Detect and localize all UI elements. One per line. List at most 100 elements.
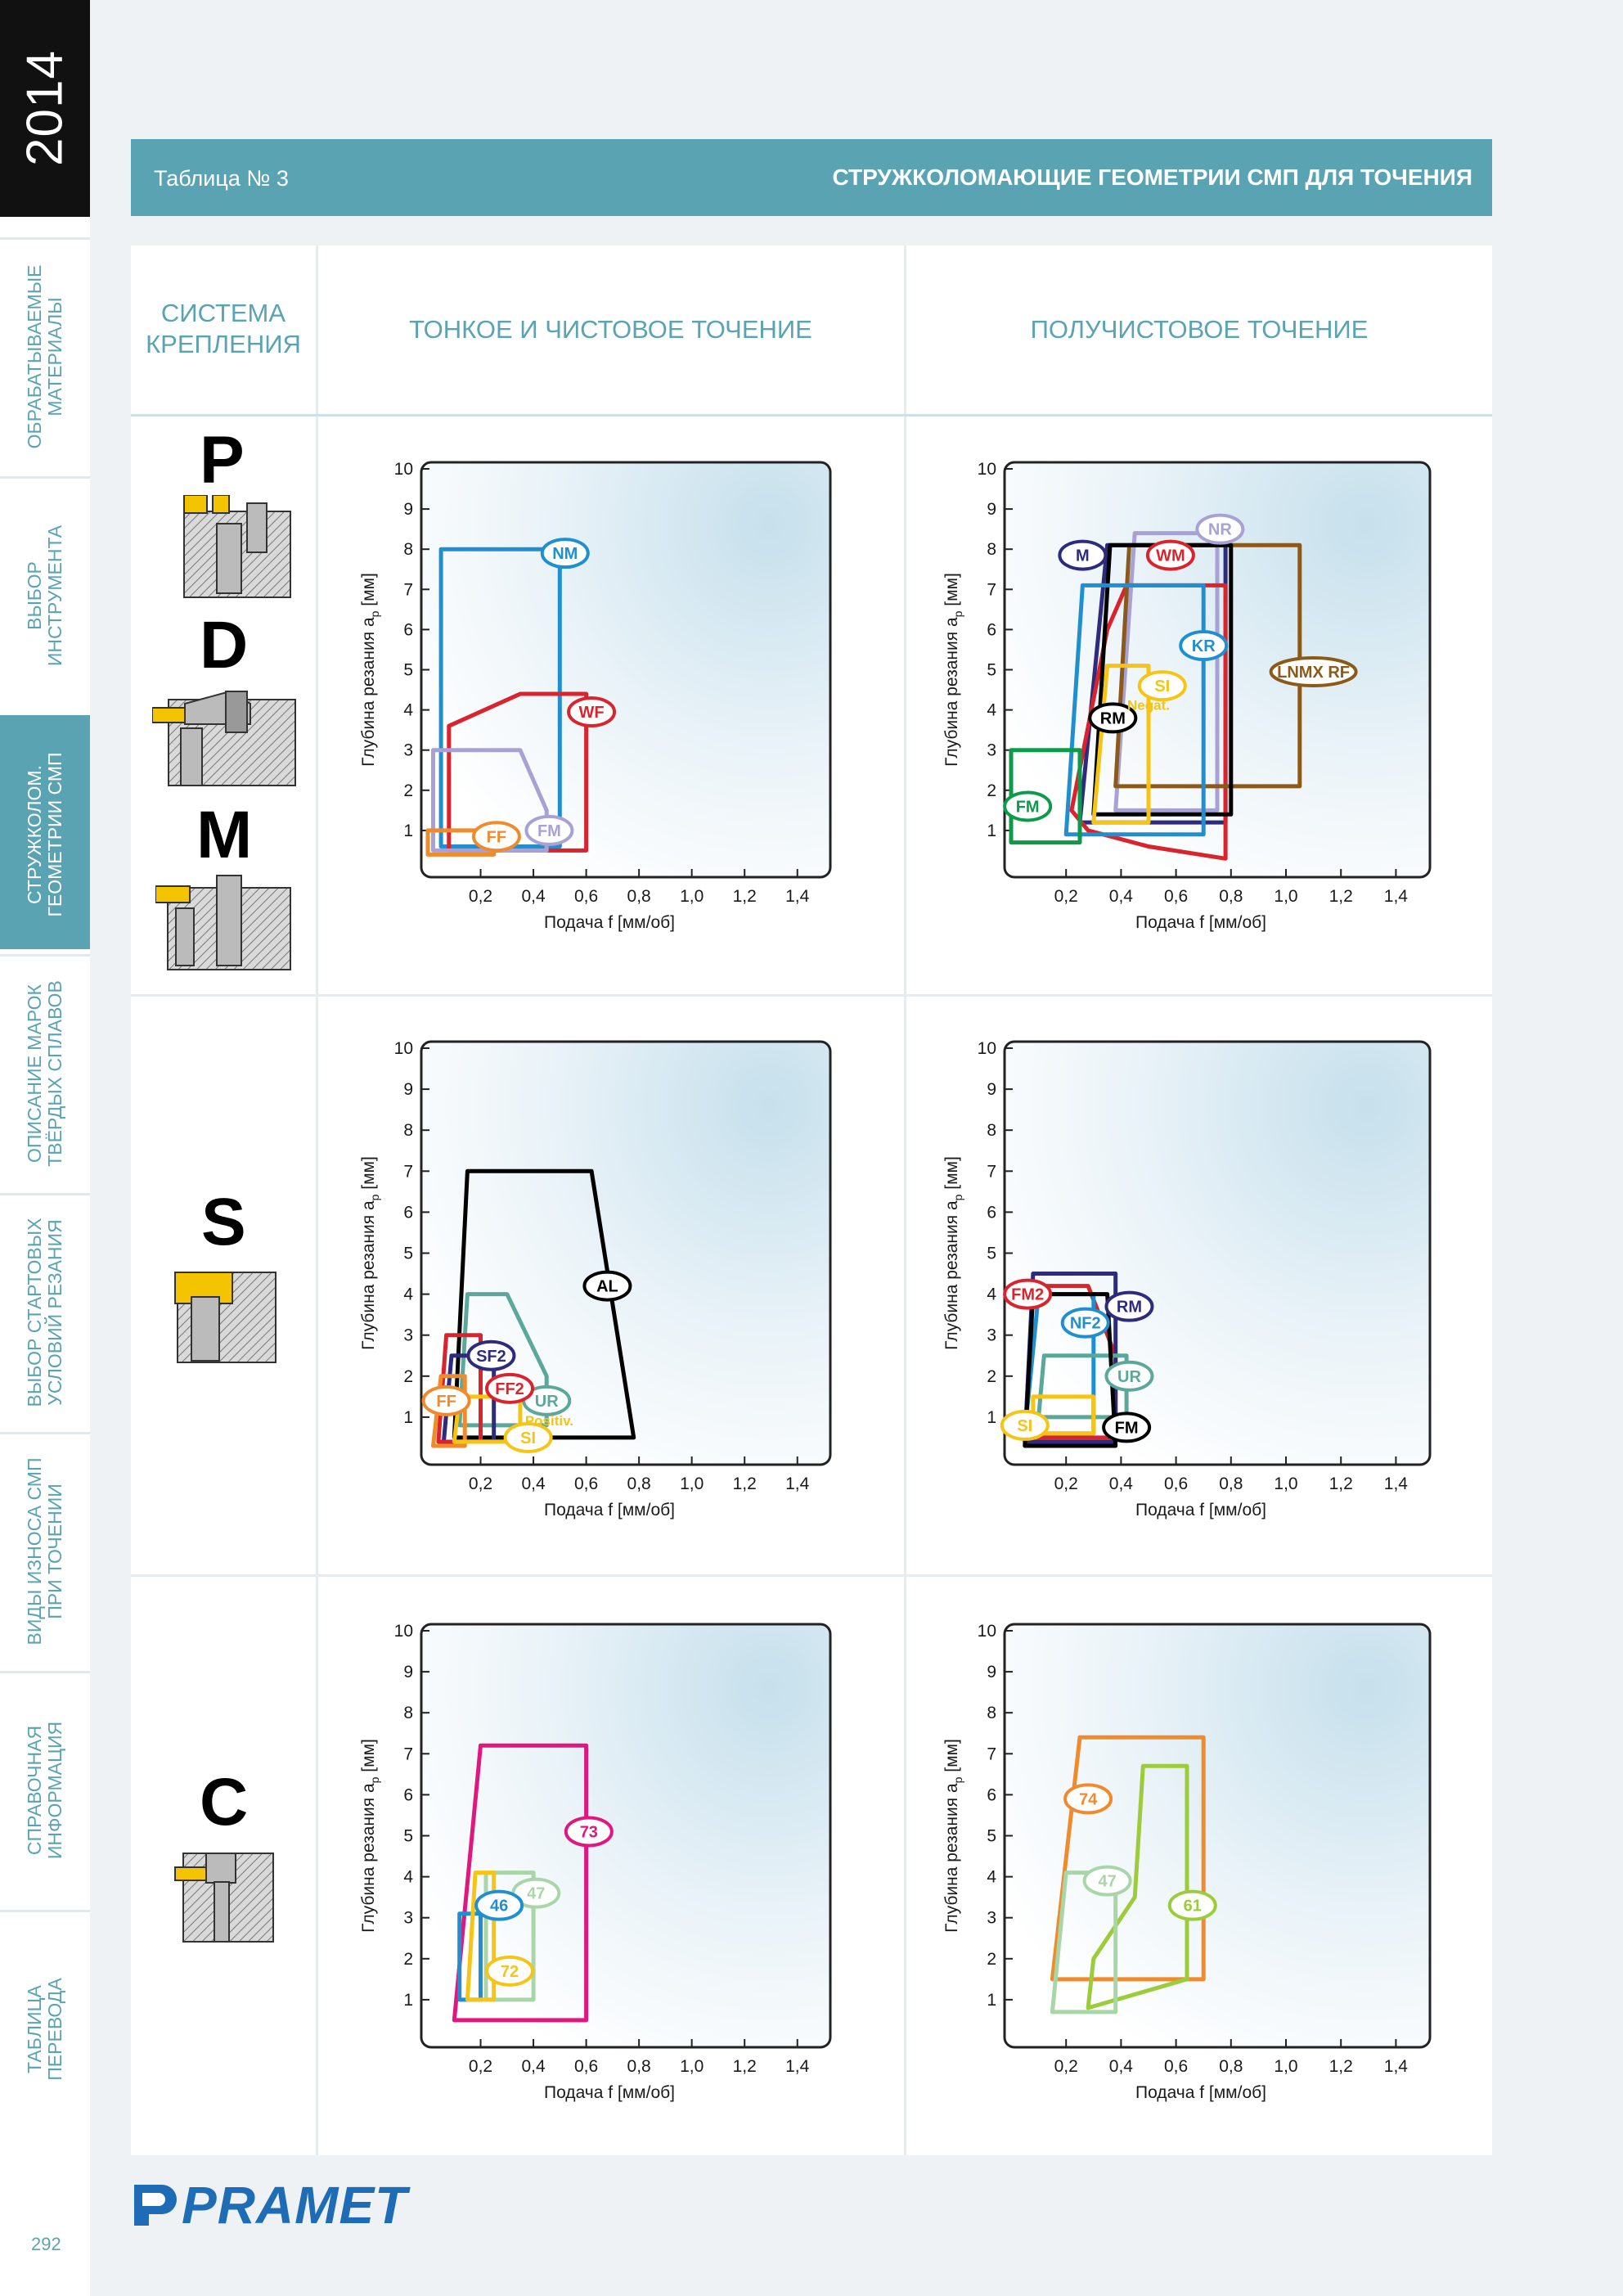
y-tick-label: 9 <box>987 1080 996 1099</box>
region-label-badge <box>485 1372 535 1404</box>
x-tick-label: 0,2 <box>1054 2057 1078 2076</box>
y-tick-label: 5 <box>987 661 996 680</box>
y-tick-label: 8 <box>987 1121 996 1140</box>
y-tick-label: 10 <box>394 1039 413 1058</box>
region-61 <box>1086 1763 1189 2010</box>
system-letter-c: C <box>200 1765 249 1839</box>
pramet-logo: PRAMET <box>131 2177 407 2234</box>
x-tick-label: 1,0 <box>1274 2057 1297 2076</box>
region-fm <box>1023 1292 1118 1448</box>
region-label: NF2 <box>1070 1315 1101 1333</box>
y-tick-label: 3 <box>403 741 413 760</box>
y-tick-label: 4 <box>987 1285 996 1304</box>
y-tick-label: 8 <box>987 1704 996 1722</box>
region-label: NM <box>552 545 578 563</box>
y-tick-label: 10 <box>394 460 413 479</box>
region-label-badge <box>471 821 521 853</box>
region-label: 61 <box>1184 1898 1202 1916</box>
y-tick-label: 6 <box>403 620 413 639</box>
region-label-badge <box>1060 1307 1110 1339</box>
y-tick-label: 7 <box>987 1162 996 1181</box>
region-label-badge <box>1195 513 1245 545</box>
plot-area <box>420 461 832 879</box>
x-axis-title: Подача f [мм/об] <box>544 1501 675 1519</box>
x-tick-label: 0,6 <box>574 2057 598 2076</box>
x-tick-label: 0,2 <box>469 2057 492 2076</box>
y-tick-label: 6 <box>987 1785 996 1804</box>
region-label: FM2 <box>1011 1286 1044 1304</box>
region-label-badge <box>1082 1865 1132 1897</box>
x-tick-label: 0,4 <box>521 1474 546 1493</box>
x-tick-label: 1,0 <box>1274 1474 1297 1493</box>
y-tick-label: 7 <box>403 1745 413 1763</box>
region-rm <box>1091 542 1234 817</box>
y-tick-label: 4 <box>403 701 413 720</box>
region-label-badge <box>564 1816 614 1848</box>
y-tick-label: 1 <box>987 1991 996 2010</box>
y-tick-label: 5 <box>987 1827 996 1846</box>
region-label: FF2 <box>495 1380 524 1398</box>
region-label-badge <box>1003 1278 1053 1310</box>
region-label-badge <box>1179 630 1229 662</box>
x-tick-label: 0,8 <box>1219 1474 1243 1493</box>
region-label: FF <box>487 828 506 846</box>
y-tick-label: 2 <box>403 1367 413 1386</box>
x-tick-label: 1,0 <box>680 2057 704 2076</box>
region-label-badge <box>421 1384 471 1416</box>
region-lnmx-rf <box>1113 542 1302 789</box>
y-tick-label: 2 <box>987 781 996 800</box>
sidebar-item-label: СТРУЖКОЛОМ.ГЕОМЕТРИИ СМП <box>24 752 65 917</box>
y-tick-label: 7 <box>987 580 996 599</box>
y-tick-label: 2 <box>403 1950 413 1969</box>
x-tick-label: 1,2 <box>733 887 757 906</box>
x-tick-label: 1,4 <box>1384 2057 1409 2076</box>
system-letter-m: M <box>196 798 253 872</box>
region-label-badge <box>1104 1360 1154 1392</box>
sidebar-item-chipbreakers[interactable]: СТРУЖКОЛОМ.ГЕОМЕТРИИ СМП <box>0 715 90 949</box>
x-tick-label: 1,2 <box>733 2057 757 2076</box>
y-tick-label: 9 <box>403 1080 413 1099</box>
table-header: Таблица № 3 СТРУЖКОЛОМАЮЩИЕ ГЕОМЕТРИИ СМ… <box>131 139 1492 216</box>
x-tick-label: 0,4 <box>1109 887 1134 906</box>
y-tick-label: 10 <box>394 1622 413 1641</box>
y-tick-label: 1 <box>403 1991 413 2010</box>
x-tick-label: 0,4 <box>521 2057 546 2076</box>
region-fm <box>431 748 549 853</box>
region-label-badge <box>1063 1783 1113 1815</box>
y-tick-label: 9 <box>987 500 996 519</box>
y-axis-title: Глубина резания ap [мм] <box>942 1156 964 1350</box>
y-axis-title: Глубина резания ap [мм] <box>942 573 964 767</box>
y-tick-label: 10 <box>978 1039 996 1058</box>
region-label: UR <box>535 1393 559 1411</box>
region-label: 46 <box>490 1898 508 1916</box>
region-label-badge <box>1102 1411 1152 1443</box>
region-label: SI <box>1154 678 1170 696</box>
region-label-badge <box>582 1270 632 1302</box>
y-tick-label: 4 <box>403 1285 413 1304</box>
y-tick-label: 9 <box>403 500 413 519</box>
y-tick-label: 6 <box>987 620 996 639</box>
region-kr <box>1063 583 1206 837</box>
y-tick-label: 4 <box>403 1868 413 1887</box>
region-label: WF <box>579 704 605 722</box>
y-axis-title: Глубина резания ap [мм] <box>359 1739 381 1933</box>
y-tick-label: 5 <box>403 1827 413 1846</box>
y-tick-label: 6 <box>403 1785 413 1804</box>
pramet-logo-icon <box>134 2185 177 2226</box>
region-label: UR <box>1117 1368 1141 1386</box>
x-tick-label: 1,2 <box>733 1474 757 1493</box>
x-tick-label: 0,4 <box>521 887 546 906</box>
x-tick-label: 1,2 <box>1329 1474 1353 1493</box>
y-tick-label: 3 <box>987 1909 996 1928</box>
